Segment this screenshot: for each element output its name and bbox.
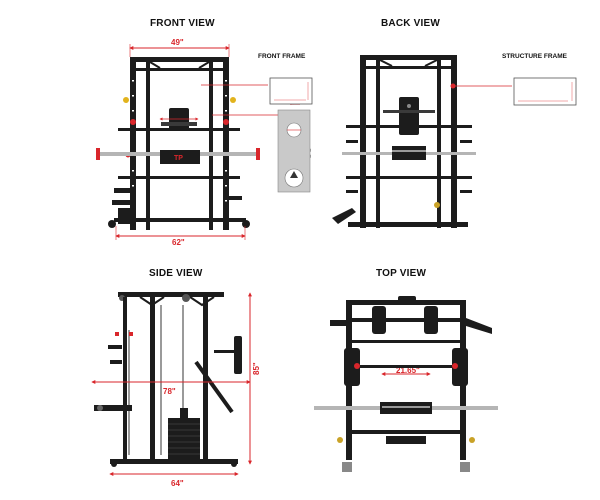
side-view-title: SIDE VIEW bbox=[149, 268, 203, 279]
hole-plate-inset bbox=[277, 109, 311, 193]
front-top-width-label: 49" bbox=[171, 38, 184, 47]
front-frame-inset bbox=[269, 77, 313, 105]
top-view-rack bbox=[314, 296, 498, 472]
front-view-rack: TP bbox=[96, 44, 278, 240]
top-view-title: TOP VIEW bbox=[376, 268, 427, 279]
front-frame-title: FRONT FRAME bbox=[258, 53, 306, 60]
back-view-title: BACK VIEW bbox=[381, 18, 441, 29]
back-view-rack bbox=[332, 55, 512, 228]
front-logo: TP bbox=[174, 155, 183, 162]
front-base-width-label: 62" bbox=[172, 238, 185, 247]
structure-frame-title: STRUCTURE FRAME bbox=[502, 53, 567, 60]
front-view-title: FRONT VIEW bbox=[150, 18, 215, 29]
top-inner-span-label: 21.65" bbox=[396, 366, 420, 375]
side-depth-label: 78" bbox=[163, 387, 176, 396]
side-view-rack bbox=[91, 292, 252, 476]
side-base-depth-label: 64" bbox=[171, 479, 184, 488]
structure-frame-inset bbox=[513, 77, 577, 106]
